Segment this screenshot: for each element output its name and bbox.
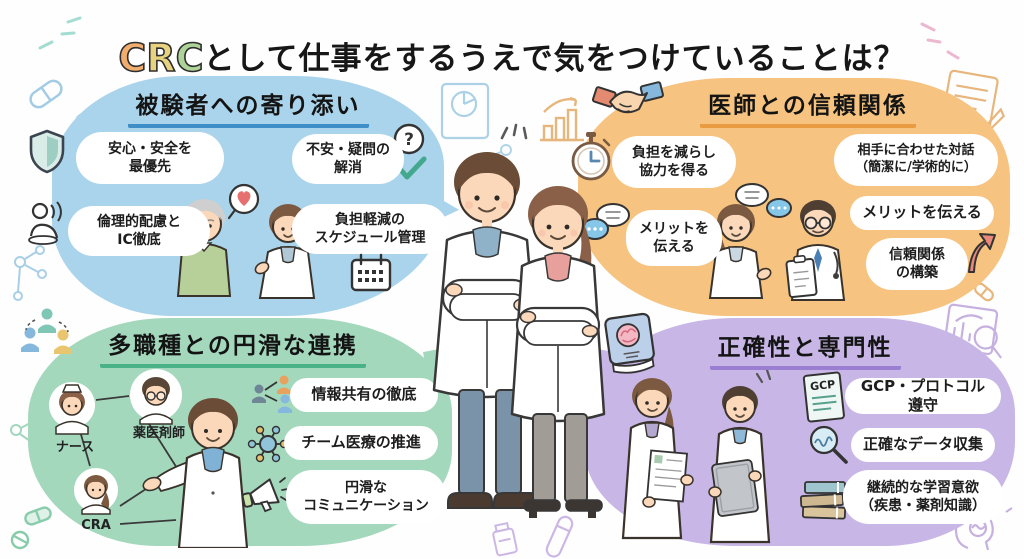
page-title-text: として仕事をするうえで気をつけていることは？ bbox=[203, 40, 906, 77]
section-subjects: 被験者への寄り添い 安心・安全を 最優先 ? 不安・疑問の 解消 倫理的配慮と … bbox=[28, 76, 459, 316]
brain-book-icon bbox=[604, 312, 655, 374]
gcp-document-icon: GCP bbox=[802, 371, 845, 423]
item-pill-communication: 円滑な コミュニケーション bbox=[286, 470, 446, 524]
people-group-icon bbox=[21, 308, 72, 354]
item-pill-info-sharing: 情報共有の徹底 bbox=[290, 378, 438, 412]
arrow-up-icon bbox=[968, 233, 996, 273]
item-pill-learning: 継続的な学習意欲 （疾患・薬剤知識） bbox=[843, 470, 1003, 524]
magnifier-icon bbox=[809, 425, 848, 464]
chat-bubbles-icon bbox=[581, 203, 630, 245]
accuracy-title-text: 正確性と専門性 bbox=[709, 328, 901, 370]
team-hub-icon bbox=[247, 425, 289, 463]
crc-woman-figure bbox=[510, 186, 606, 518]
share-network-icon bbox=[252, 375, 292, 413]
molecule-icon bbox=[13, 245, 47, 301]
subjects-title: 被験者への寄り添い bbox=[52, 86, 444, 128]
team-title: 多職種との円滑な連携 bbox=[68, 326, 398, 368]
doctors-title: 医師との信頼関係 bbox=[668, 86, 948, 128]
crc-letter: C bbox=[118, 35, 147, 81]
accuracy-title: 正確性と専門性 bbox=[655, 328, 955, 370]
svg-text:GCP: GCP bbox=[809, 378, 835, 394]
item-pill-data-collection: 正確なデータ収集 bbox=[851, 428, 995, 462]
svg-text:?: ? bbox=[404, 130, 414, 150]
item-pill-safety: 安心・安全を 最優先 bbox=[76, 132, 224, 184]
calendar-icon bbox=[350, 253, 392, 292]
team-title-text: 多職種との円滑な連携 bbox=[100, 326, 366, 368]
reviewing-pair-illustration bbox=[621, 368, 772, 544]
doctor-figure bbox=[785, 200, 846, 301]
crc-letter: R bbox=[145, 35, 176, 81]
crc-doctor-illustration bbox=[708, 183, 846, 301]
crc-presenter-figure bbox=[142, 398, 249, 548]
shield-icon bbox=[29, 129, 65, 174]
doctors-title-text: 医師との信頼関係 bbox=[700, 86, 916, 128]
crc-man-tablet-figure bbox=[708, 368, 772, 544]
section-team: 多職種との円滑な連携 bbox=[21, 308, 465, 548]
stopwatch-icon bbox=[571, 132, 611, 181]
crc-man-figure bbox=[432, 152, 542, 509]
crc-letter: C bbox=[175, 35, 204, 81]
item-pill-reduce-burden: 負担を減らし 協力を得る bbox=[612, 136, 736, 188]
crc-woman-figure bbox=[708, 204, 772, 299]
item-pill-gcp: GCP・プロトコル遵守 bbox=[845, 377, 1001, 414]
item-pill-trust-building: 信頼関係 の構築 bbox=[866, 238, 968, 290]
pharmacist-doctor-avatar bbox=[130, 369, 182, 425]
item-pill-team-medicine: チーム医療の推進 bbox=[284, 426, 438, 460]
item-pill-merit-right: メリットを伝える bbox=[850, 196, 994, 230]
section-doctors: 医師との信頼関係 負担を減らし 協力を得る 相手に合わせた対話 （簡潔に/学術的… bbox=[563, 78, 1010, 316]
books-icon bbox=[799, 481, 846, 520]
cra-avatar bbox=[74, 468, 118, 515]
item-pill-merit-left: メリットを 伝える bbox=[626, 210, 722, 266]
heart-speech-bubble bbox=[227, 183, 260, 220]
ethics-person-icon bbox=[28, 201, 62, 245]
avatar-label-cra: CRA bbox=[81, 518, 111, 533]
crc-woman-reviewing-figure bbox=[621, 378, 694, 540]
nurse-avatar bbox=[49, 382, 95, 435]
avatar-label-pharmacist: 薬医剤師 bbox=[132, 426, 185, 441]
subjects-title-text: 被験者への寄り添い bbox=[127, 86, 369, 128]
avatar-label-nurse: ナース bbox=[55, 440, 95, 455]
section-accuracy: 正確性と専門性 GCP GCP・プロトコル遵守 正確なデータ収集 bbox=[572, 312, 1015, 546]
page-title: CRCとして仕事をするうえで気をつけていることは？ bbox=[0, 33, 1024, 81]
megaphone-icon bbox=[241, 477, 289, 513]
item-pill-tailored-dialog: 相手に合わせた対話 （簡潔に/学術的に） bbox=[834, 134, 998, 186]
crc-pair-illustration bbox=[432, 152, 606, 518]
item-pill-ethics: 倫理的配慮と IC徹底 bbox=[68, 206, 210, 256]
item-pill-anxiety: 不安・疑問の 解消 bbox=[292, 134, 404, 184]
item-pill-schedule: 負担軽減の スケジュール管理 bbox=[292, 204, 448, 254]
handshake-icon bbox=[591, 81, 664, 114]
team-network-illustration bbox=[49, 369, 249, 548]
speech-bubbles-icon bbox=[735, 183, 792, 218]
